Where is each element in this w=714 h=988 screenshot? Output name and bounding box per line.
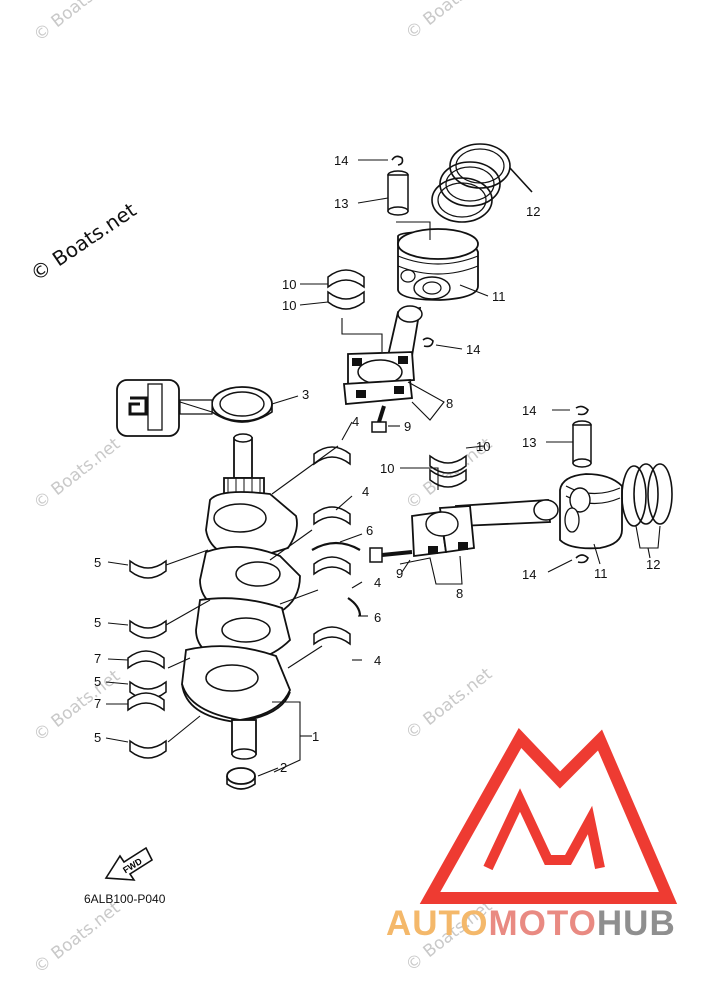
callout-7: 7 [94, 696, 102, 711]
connecting-rod-lower [411, 499, 559, 558]
callout-3: 3 [302, 387, 310, 402]
piston-lower [559, 473, 623, 550]
callout-6: 6 [366, 523, 374, 538]
automotohub-logo-icon [419, 727, 678, 904]
callout-6: 6 [374, 610, 382, 625]
callout-10: 10 [282, 277, 297, 292]
drawing-code: 6ALB100-P040 [84, 892, 166, 906]
callout-8: 8 [456, 586, 464, 601]
callout-4: 4 [374, 575, 382, 590]
fwd-arrow-icon: FWD [104, 846, 154, 881]
callout-13: 13 [522, 435, 537, 450]
crankshaft [181, 433, 301, 760]
callout-5: 5 [94, 615, 102, 630]
main-bearings-right [311, 446, 362, 645]
callout-9: 9 [396, 566, 404, 581]
callout-7: 7 [94, 651, 102, 666]
callout-10: 10 [476, 439, 491, 454]
brand-part-auto: AUTO [386, 904, 489, 943]
callout-12: 12 [646, 557, 661, 572]
callout-5: 5 [94, 555, 102, 570]
bolt-upper [371, 405, 387, 433]
piston-pin-lower [572, 420, 592, 468]
callout-13: 13 [334, 196, 349, 211]
callout-5: 5 [94, 730, 102, 745]
bearing-upper [327, 269, 365, 310]
brand-part-hub: HUB [596, 904, 676, 943]
piston-rings-lower [621, 463, 673, 527]
callout-14: 14 [522, 403, 537, 418]
oil-seal [211, 386, 273, 423]
main-bearings-left [127, 560, 167, 759]
callout-2: 2 [280, 760, 288, 775]
callout-14: 14 [522, 567, 537, 582]
crank-gear [226, 767, 256, 790]
callout-8: 8 [446, 396, 454, 411]
bearing-lower [429, 455, 467, 488]
piston-upper [397, 228, 479, 301]
bolt-lower [369, 547, 413, 563]
callout-1: 1 [312, 729, 320, 744]
callout-10: 10 [282, 298, 297, 313]
callout-10: 10 [380, 461, 395, 476]
circlip-upper [391, 155, 434, 348]
connecting-rod-upper [343, 305, 423, 405]
circlip-lower [575, 405, 589, 564]
piston-pin-upper [387, 170, 409, 216]
callout-14: 14 [334, 153, 349, 168]
seal-detail-inset [116, 379, 213, 437]
callout-4: 4 [362, 484, 370, 499]
callout-12: 12 [526, 204, 541, 219]
leader-lines [105, 159, 661, 777]
callout-14: 14 [466, 342, 481, 357]
brand-part-moto: MOTO [488, 904, 597, 943]
callout-4: 4 [374, 653, 382, 668]
callout-4: 4 [352, 414, 360, 429]
callout-11: 11 [492, 289, 506, 304]
callout-5: 5 [94, 674, 102, 689]
piston-rings-upper [431, 143, 533, 223]
callout-11: 11 [594, 566, 608, 581]
brand-wordmark: AUTOMOTOHUB [386, 904, 676, 944]
callout-9: 9 [404, 419, 412, 434]
